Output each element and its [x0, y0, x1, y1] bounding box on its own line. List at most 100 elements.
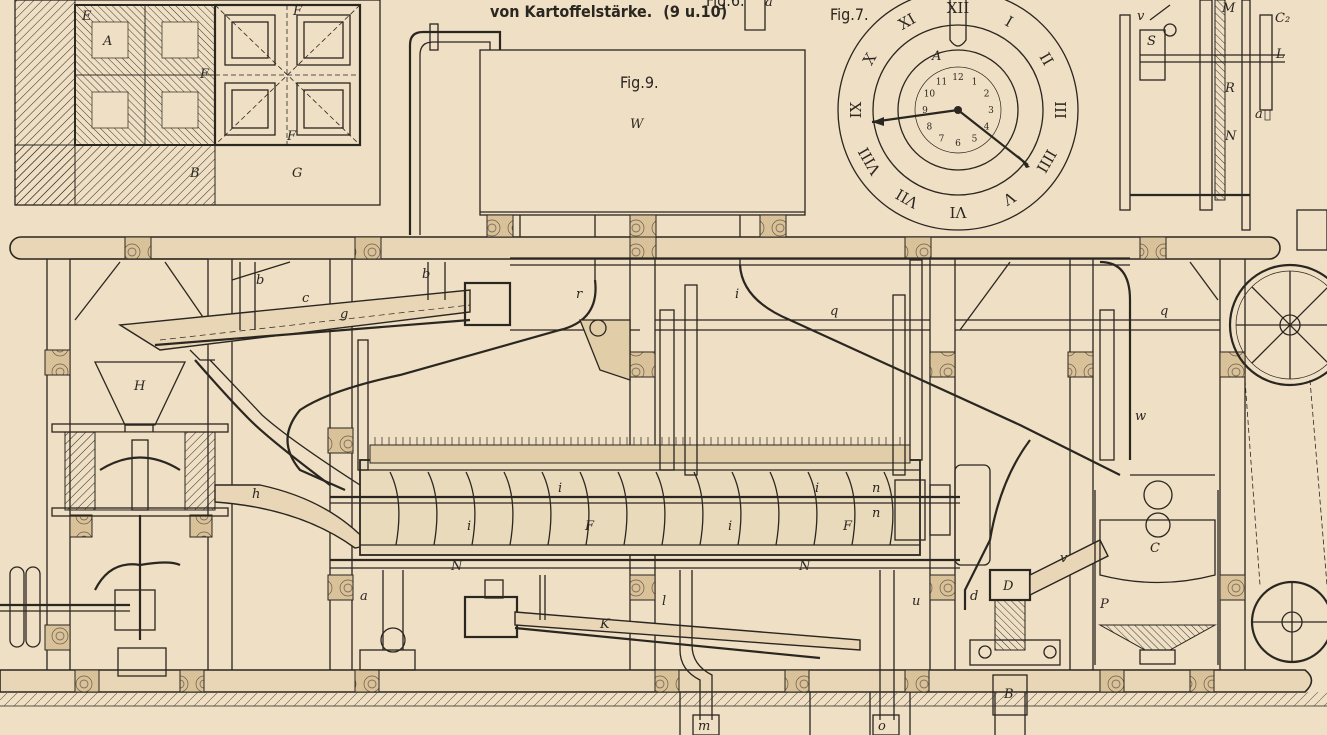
svg-text:v: v: [1137, 9, 1145, 24]
svg-text:F: F: [584, 519, 595, 534]
svg-text:i: i: [735, 287, 739, 302]
svg-text:h: h: [252, 487, 260, 502]
svg-text:b: b: [256, 273, 264, 288]
lower-trough-K: K: [463, 575, 861, 660]
svg-text:n: n: [872, 481, 880, 496]
clock-roman-numeral: III: [1051, 101, 1069, 119]
floor-label-F-mid: F: [199, 67, 210, 82]
tank-label-W: W: [630, 117, 645, 132]
drum-spiral-blade: [617, 471, 628, 546]
svg-text:m: m: [698, 719, 710, 734]
svg-text:g: g: [340, 307, 348, 322]
clock-arabic-numeral: 5: [972, 135, 978, 145]
floor-label-E: E: [81, 9, 92, 24]
clock-arabic-numeral: 7: [939, 135, 945, 145]
svg-text:w: w: [1135, 409, 1146, 424]
clock-roman-numeral: VI: [950, 203, 968, 221]
svg-text:C₂: C₂: [1275, 11, 1290, 26]
svg-text:N: N: [798, 559, 811, 574]
clock-arabic-numeral: 9: [922, 106, 928, 116]
pulley-wheel-icon: [1244, 379, 1327, 664]
clock-roman-numeral: XI: [895, 10, 918, 34]
wooden-frame: [9, 214, 1281, 670]
clock-roman-numeral: IIII: [1033, 146, 1060, 176]
left-drive-pulleys: [0, 561, 181, 677]
svg-text:c: c: [302, 291, 310, 306]
clock-arabic-numeral: 4: [984, 123, 990, 133]
svg-text:M: M: [1221, 1, 1236, 16]
svg-text:D: D: [1002, 579, 1014, 594]
floor-label-B: B: [189, 166, 200, 181]
svg-text:R: R: [1224, 81, 1235, 96]
drum-spiral-blade: [503, 471, 514, 546]
collecting-vessel: D B v C P: [969, 474, 1219, 716]
clock-arabic-numeral: 3: [988, 106, 994, 116]
floor-label-A: A: [102, 34, 112, 49]
svg-text:P: P: [1099, 597, 1109, 612]
foundation: [0, 669, 1327, 735]
discharge-pipes: a l u m o: [359, 570, 920, 735]
floor-plan-figure: E A F B G F F: [14, 0, 381, 206]
fig6-label: Fig.6.: [706, 0, 745, 10]
drum-spiral-blade: [845, 471, 856, 546]
clock-label-A: A: [931, 49, 941, 64]
svg-text:d: d: [970, 589, 978, 604]
svg-text:i: i: [815, 481, 819, 496]
svg-text:q: q: [1160, 304, 1168, 319]
clock-roman-numeral: IX: [847, 101, 865, 118]
floor-label-F-bottom: F: [286, 129, 297, 144]
title-figures: (9 u.10): [663, 2, 727, 21]
clock-arabic-numeral: 2: [984, 90, 990, 100]
clock-arabic-numeral: 8: [927, 123, 933, 133]
clock-arabic-numeral: 12: [952, 73, 963, 83]
drum-spiral-blade: [693, 471, 704, 546]
svg-text:F: F: [842, 519, 853, 534]
drum-spiral-blade: [465, 471, 476, 546]
svg-text:B: B: [1003, 687, 1014, 702]
washing-drum: F F N N n n i i i i: [330, 437, 991, 574]
svg-text:L: L: [1275, 47, 1285, 62]
svg-text:C: C: [1150, 541, 1160, 556]
clock-roman-numeral: V: [999, 187, 1019, 209]
support-rods: [357, 259, 1115, 476]
clock-roman-numeral: II: [1036, 49, 1058, 68]
svg-text:n: n: [872, 506, 880, 521]
drum-spiral-blade: [883, 471, 894, 546]
drum-spiral-blade: [731, 471, 742, 546]
title-text: von Kartoffelstärke.: [490, 2, 652, 21]
drum-spiral-blade: [541, 471, 552, 546]
svg-text:o: o: [878, 719, 886, 734]
drum-spiral-blade: [655, 471, 666, 546]
svg-text:i: i: [558, 481, 562, 496]
svg-text:i: i: [728, 519, 732, 534]
clock-arabic-numeral: 1: [972, 77, 978, 87]
svg-text:q: q: [830, 304, 838, 319]
svg-text:K: K: [599, 617, 611, 632]
svg-text:b: b: [422, 267, 430, 282]
water-tank: Fig.9. W: [408, 23, 806, 280]
svg-text:a: a: [1255, 107, 1263, 122]
svg-text:a: a: [765, 0, 773, 10]
clock-roman-numeral: X: [859, 50, 880, 69]
water-pipes: r i q q w d: [286, 257, 1168, 610]
fig7-label: Fig.7.: [830, 5, 869, 24]
clock-roman-numeral: XII: [947, 0, 970, 17]
fig9-label: Fig.9.: [620, 73, 659, 92]
drum-spiral-blade: [807, 471, 818, 546]
floor-label-G: G: [292, 166, 302, 181]
svg-text:N: N: [1224, 129, 1237, 144]
sieve-trough-g: b b g c: [117, 262, 512, 361]
clock-roman-numeral: VII: [893, 185, 923, 212]
drum-spiral-blade: [769, 471, 780, 546]
hopper-H: H: [51, 361, 229, 640]
floor-label-F-top: F: [292, 4, 303, 19]
svg-text:H: H: [133, 379, 146, 394]
svg-text:r: r: [576, 287, 583, 302]
clock-roman-numeral: I: [1002, 12, 1016, 31]
svg-text:l: l: [662, 594, 666, 609]
drum-spiral-blade: [579, 471, 590, 546]
svg-text:v: v: [1060, 551, 1068, 566]
svg-text:N: N: [450, 559, 463, 574]
